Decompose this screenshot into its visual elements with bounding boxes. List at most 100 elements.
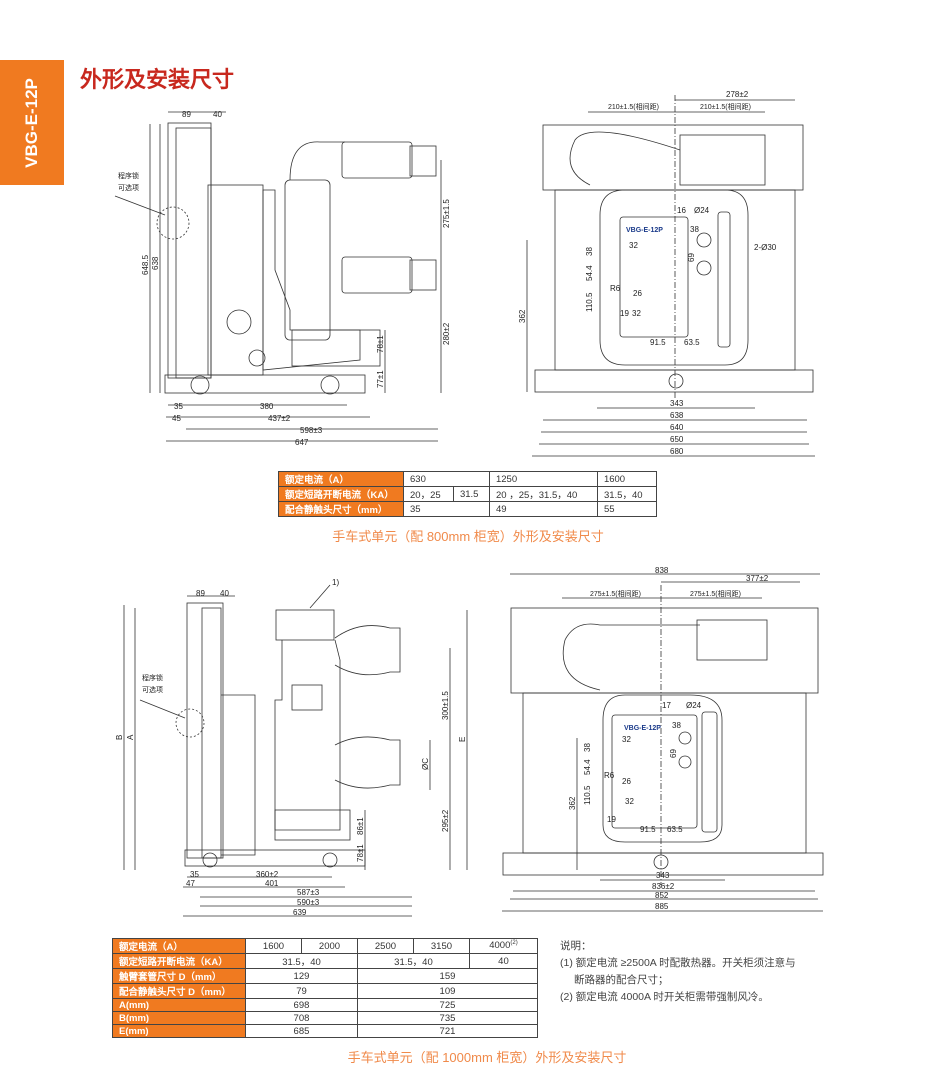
dim-label: 275±1.5(相间距) bbox=[690, 589, 741, 598]
table-cell: 708 bbox=[245, 1011, 358, 1025]
dim-label: 78±1 bbox=[356, 844, 365, 862]
model-plate: VBG-E-12P bbox=[626, 227, 663, 234]
dim-label: 38 bbox=[690, 225, 699, 234]
dim-label: E bbox=[458, 737, 467, 742]
dim-label: 19 bbox=[620, 309, 629, 318]
note-item: (1) 额定电流 ≥2500A 时配散热器。开关柜须注意与 bbox=[560, 957, 796, 969]
dim-label: 587±3 bbox=[297, 888, 320, 897]
dim-label: 377±2 bbox=[746, 574, 769, 583]
dim-label: 647 bbox=[295, 438, 309, 447]
dim-label: 89 bbox=[182, 110, 191, 119]
table-cell: 685 bbox=[245, 1024, 358, 1038]
dim-label: 380 bbox=[260, 402, 274, 411]
dim-label: 838 bbox=[655, 566, 669, 575]
dim-label: 590±3 bbox=[297, 898, 320, 907]
row-header: A(mm) bbox=[112, 998, 246, 1012]
dim-label: 26 bbox=[633, 289, 642, 298]
dim-label: 110.5 bbox=[583, 785, 592, 805]
table-cell: 1600 bbox=[596, 471, 658, 487]
table-cell: 31.5，40 bbox=[596, 486, 658, 502]
dim-label: 275±1.5 bbox=[442, 199, 451, 228]
table-row: 额定短路开断电流（KA） 20，25 31.5 20 ，25，31.5，40 3… bbox=[278, 486, 658, 502]
cell-value: 4000 bbox=[489, 940, 511, 952]
dim-label: 78±1 bbox=[376, 335, 385, 353]
table-cell: 40 bbox=[468, 953, 539, 969]
table-cell: 2000 bbox=[300, 938, 358, 954]
row-header: 配合静触头尺寸 D（mm） bbox=[112, 983, 246, 999]
caption-1000: 手车式单元（配 1000mm 柜宽）外形及安装尺寸 bbox=[347, 1050, 627, 1065]
row-header: 额定电流（A） bbox=[278, 471, 404, 487]
dim-label: 32 bbox=[629, 241, 638, 250]
row-header: 触臂套管尺寸 D（mm） bbox=[112, 968, 246, 984]
table-cell: 20，25 bbox=[403, 486, 454, 502]
drawing-side-view-1000 bbox=[123, 584, 468, 917]
row-header: B(mm) bbox=[112, 1011, 246, 1025]
dim-label: 63.5 bbox=[667, 825, 683, 834]
lock-label: 可选项 bbox=[142, 685, 163, 694]
row-header: E(mm) bbox=[112, 1024, 246, 1038]
dim-label: 343 bbox=[656, 871, 670, 880]
dim-label: 45 bbox=[172, 414, 181, 423]
table-cell: 3150 bbox=[412, 938, 470, 954]
table-cell: 1250 bbox=[488, 471, 598, 487]
side-tab: VBG-E-12P bbox=[0, 60, 64, 185]
table-row: E(mm) 685 721 bbox=[112, 1024, 539, 1038]
dim-label: 110.5 bbox=[585, 292, 594, 312]
dim-label: 885 bbox=[655, 902, 669, 911]
dim-label: 650 bbox=[670, 435, 684, 444]
table-cell: 4000(2) bbox=[468, 938, 539, 954]
dim-label: B bbox=[115, 735, 124, 740]
notes: 说明： (1) 额定电流 ≥2500A 时配散热器。开关柜须注意与 断路器的配合… bbox=[560, 938, 796, 1006]
footnote-mark: (2) bbox=[510, 940, 518, 947]
table-cell: 109 bbox=[356, 983, 539, 999]
dim-label: 40 bbox=[213, 110, 222, 119]
dim-label: 680 bbox=[670, 447, 684, 456]
drawing-side-view-800-labels: 89 40 程序锁 可选项 648.5 638 275±1.5 280±2 78… bbox=[118, 110, 451, 447]
table-row: 额定短路开断电流（KA） 31.5，40 31.5，40 40 bbox=[112, 953, 539, 969]
row-header: 配合静触头尺寸（mm） bbox=[278, 501, 404, 517]
dim-label: 69 bbox=[687, 253, 696, 262]
dim-label: 19 bbox=[607, 815, 616, 824]
dim-label: 91.5 bbox=[640, 825, 656, 834]
dim-label: 32 bbox=[625, 797, 634, 806]
drawing-front-view-800-labels: VBG-E-12P 278±2 210±1.5(相间距) 210±1.5(相间距… bbox=[518, 90, 777, 456]
dim-label: 77±1 bbox=[376, 370, 385, 388]
dim-label: 343 bbox=[670, 399, 684, 408]
table-row: 额定电流（A） 630 1250 1600 bbox=[278, 471, 658, 487]
table-row: B(mm) 708 735 bbox=[112, 1011, 539, 1025]
note-item: (2) 额定电流 4000A 时开关柜需带强制风冷。 bbox=[560, 991, 769, 1003]
dim-label: 38 bbox=[583, 743, 592, 752]
dim-label: 836±2 bbox=[652, 882, 675, 891]
dim-label: 640 bbox=[670, 423, 684, 432]
drawing-front-view-1000 bbox=[502, 573, 824, 912]
dim-label: 89 bbox=[196, 589, 205, 598]
dim-label: 300±1.5 bbox=[441, 691, 450, 720]
dim-label: 54.4 bbox=[585, 265, 594, 281]
dim-label: 638 bbox=[151, 256, 160, 270]
table-cell: 55 bbox=[596, 501, 658, 517]
dim-label: 38 bbox=[672, 721, 681, 730]
table-cell: 725 bbox=[356, 998, 539, 1012]
row-header: 额定短路开断电流（KA） bbox=[112, 953, 246, 969]
table-cell: 1600 bbox=[245, 938, 302, 954]
dim-label: 648.5 bbox=[141, 254, 150, 275]
note-item: 断路器的配合尺寸； bbox=[574, 974, 669, 986]
dim-label: 91.5 bbox=[650, 338, 666, 347]
dim-label: A bbox=[126, 734, 135, 740]
dim-label: 17 bbox=[662, 701, 671, 710]
dim-label: 16 bbox=[677, 206, 686, 215]
dim-label: 598±3 bbox=[300, 426, 323, 435]
page-title: 外形及安装尺寸 bbox=[80, 67, 235, 92]
dim-label: 38 bbox=[585, 247, 594, 256]
table-row: 触臂套管尺寸 D（mm） 129 159 bbox=[112, 968, 539, 984]
row-header: 额定电流（A） bbox=[112, 938, 246, 954]
lock-label: 可选项 bbox=[118, 183, 139, 192]
dim-label: 278±2 bbox=[726, 90, 749, 99]
table-cell: 79 bbox=[245, 983, 358, 999]
table-cell: 159 bbox=[356, 968, 539, 984]
table-row: 额定电流（A） 1600 2000 2500 3150 4000(2) bbox=[112, 938, 539, 954]
lock-label: 程序锁 bbox=[142, 673, 163, 682]
table-cell: 31.5，40 bbox=[356, 953, 470, 969]
notes-heading: 说明： bbox=[560, 940, 592, 952]
table-row: 配合静触头尺寸（mm） 35 49 55 bbox=[278, 501, 658, 517]
